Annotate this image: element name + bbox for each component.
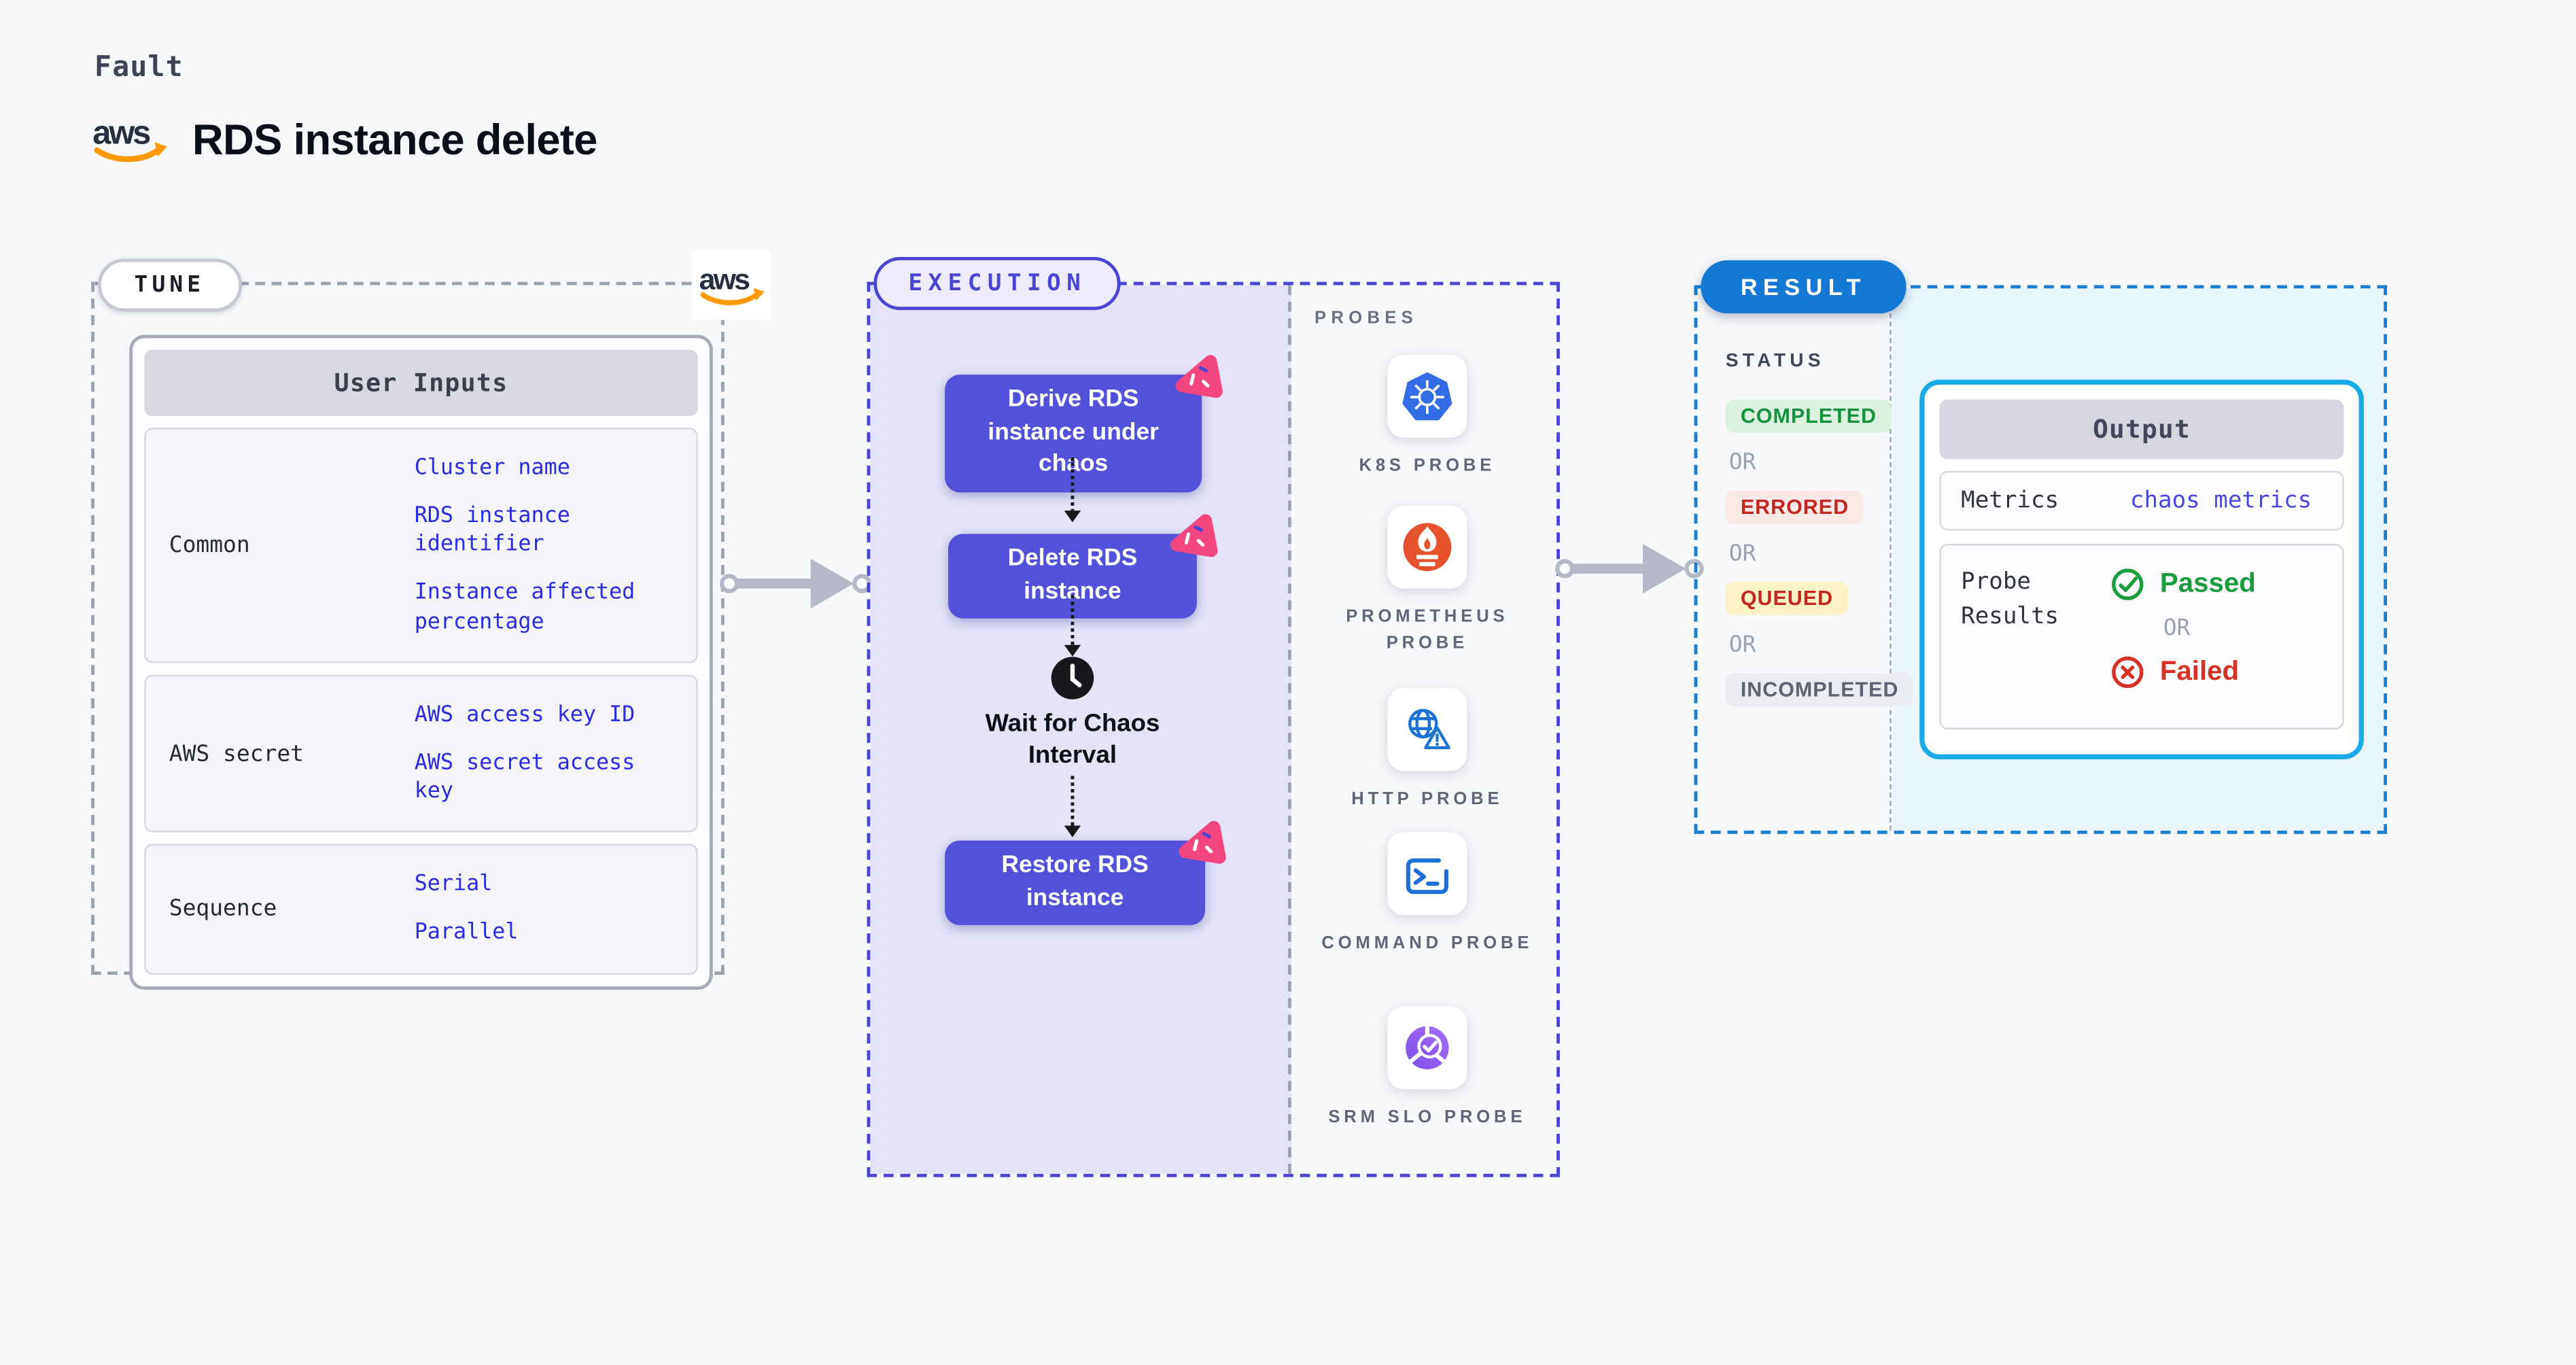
step-label: Restore RDS instance (1001, 852, 1149, 912)
aws-logo-text: aws (92, 114, 150, 151)
title-row: aws RDS instance delete (91, 109, 597, 171)
flow-connector (1064, 457, 1081, 523)
probe-k8s: K8S PROBE (1291, 354, 1563, 480)
kubernetes-icon (1402, 372, 1452, 421)
status-heading: STATUS (1725, 351, 1825, 372)
aws-logo-icon: aws (698, 262, 764, 305)
input-value: Parallel (414, 920, 519, 946)
status-output-divider (1890, 288, 1892, 831)
probe-card (1387, 505, 1467, 589)
step-restore-rds: Restore RDS instance (945, 820, 1226, 926)
execution-section: EXECUTION Derive RDS instance under chao… (867, 257, 1563, 1177)
probe-label: HTTP PROBE (1351, 789, 1503, 810)
row-label: AWS secret (169, 740, 304, 767)
status-column: STATUS COMPLETED OR ERRORED OR QUEUED OR… (1725, 351, 1914, 719)
terminal-icon (1406, 858, 1448, 895)
wait-step (1049, 655, 1096, 701)
probe-label: PROMETHEUS PROBE (1346, 606, 1509, 654)
probe-command: COMMAND PROBE (1291, 832, 1563, 957)
user-inputs-table: User Inputs Common Cluster name RDS inst… (129, 334, 713, 989)
probe-card (1387, 688, 1467, 772)
status-or: OR (1728, 540, 1756, 568)
status-badge-incompleted: INCOMPLETED (1725, 673, 1914, 706)
clock-icon (1051, 657, 1094, 699)
table-row-common: Common Cluster name RDS instance identif… (144, 428, 698, 663)
output-table: Output Metrics chaos metrics Probe Resul… (1919, 379, 2364, 760)
step-label: Derive RDS instance under chaos (988, 386, 1159, 478)
failed-line: Failed (2110, 655, 2322, 689)
flow-connector (1064, 776, 1081, 837)
table-row-sequence: Sequence Serial Parallel (144, 844, 698, 974)
execution-probes-divider (1288, 285, 1291, 1174)
step-label: Delete RDS instance (1007, 545, 1138, 605)
status-or: OR (1728, 632, 1756, 659)
passed-label: Passed (2159, 568, 2256, 599)
table-row-aws-secret: AWS secret AWS access key ID AWS secret … (144, 674, 698, 833)
input-value: Serial (414, 872, 493, 898)
execution-to-result-arrow (1555, 543, 1704, 594)
tune-section: TUNE aws User Inputs Common Cluster name… (91, 250, 771, 989)
probe-results-row: Probe Results Passed OR (1939, 543, 2344, 730)
aws-logo-text: aws (698, 262, 749, 295)
tune-aws-logo: aws (693, 250, 771, 320)
check-circle-icon (2112, 568, 2144, 600)
status-badge-queued: QUEUED (1725, 582, 1849, 615)
metrics-value: chaos metrics (2129, 487, 2312, 515)
tune-to-execution-arrow (719, 558, 872, 609)
input-value: Instance affected percentage (414, 581, 636, 635)
probes-column: PROBES (1291, 285, 1563, 1173)
http-globe-warning-icon (1408, 708, 1450, 750)
prometheus-icon (1403, 523, 1452, 572)
slo-pie-check-icon (1406, 1024, 1449, 1070)
x-circle-icon (2112, 656, 2144, 689)
chaos-icon (1179, 820, 1226, 864)
probes-heading: PROBES (1315, 308, 1418, 328)
user-inputs-header: User Inputs (144, 349, 698, 417)
metrics-row: Metrics chaos metrics (1939, 470, 2344, 531)
output-header: Output (1939, 399, 2344, 460)
probe-label: COMMAND PROBE (1321, 933, 1533, 954)
metrics-label: Metrics (1961, 487, 2059, 515)
probe-label: SRM SLO PROBE (1328, 1107, 1527, 1128)
probe-srm-slo: SRM SLO PROBE (1291, 1006, 1563, 1131)
probe-card (1387, 1006, 1467, 1090)
passed-line: Passed (2110, 567, 2322, 602)
tune-badge: TUNE (97, 258, 241, 312)
fault-eyebrow: Fault (94, 51, 184, 85)
aws-logo-icon: aws (92, 114, 167, 162)
chaos-icon (1175, 355, 1223, 398)
probe-http: HTTP PROBE (1291, 688, 1563, 813)
status-badge-completed: COMPLETED (1725, 399, 1892, 433)
probe-card (1387, 354, 1467, 438)
probe-prometheus: PROMETHEUS PROBE (1291, 505, 1563, 657)
status-or: OR (1728, 449, 1756, 476)
failed-label: Failed (2159, 656, 2240, 687)
verdict-or: OR (2163, 615, 2191, 642)
row-values: Serial Parallel (415, 861, 667, 957)
input-value: AWS access key ID (414, 702, 636, 728)
probe-label: K8S PROBE (1359, 455, 1496, 476)
result-badge: RESULT (1701, 260, 1907, 313)
flow-connector (1064, 595, 1081, 657)
execution-steps: Derive RDS instance under chaos Delete R… (870, 285, 1291, 1173)
status-badge-errored: ERRORED (1725, 490, 1864, 524)
row-label: Common (169, 532, 250, 559)
result-section: RESULT STATUS COMPLETED OR ERRORED OR QU… (1694, 260, 2387, 834)
probe-card (1387, 832, 1467, 916)
row-label: Sequence (169, 895, 277, 923)
page-title: RDS instance delete (192, 114, 598, 165)
chaos-icon (1170, 514, 1218, 557)
input-value: RDS instance identifier (414, 504, 570, 558)
input-value: Cluster name (414, 455, 570, 481)
probe-results-label: Probe Results (1961, 568, 2059, 630)
step-delete-rds: Delete RDS instance (948, 514, 1218, 619)
probe-results-values: Passed OR Failed (2110, 566, 2322, 708)
execution-badge: EXECUTION (873, 257, 1121, 311)
input-value: AWS secret access key (414, 750, 636, 805)
row-values: AWS access key ID AWS secret access key (415, 691, 667, 816)
row-values: Cluster name RDS instance identifier Ins… (415, 445, 667, 646)
wait-step-label: Wait for Chaos Interval (985, 709, 1160, 770)
